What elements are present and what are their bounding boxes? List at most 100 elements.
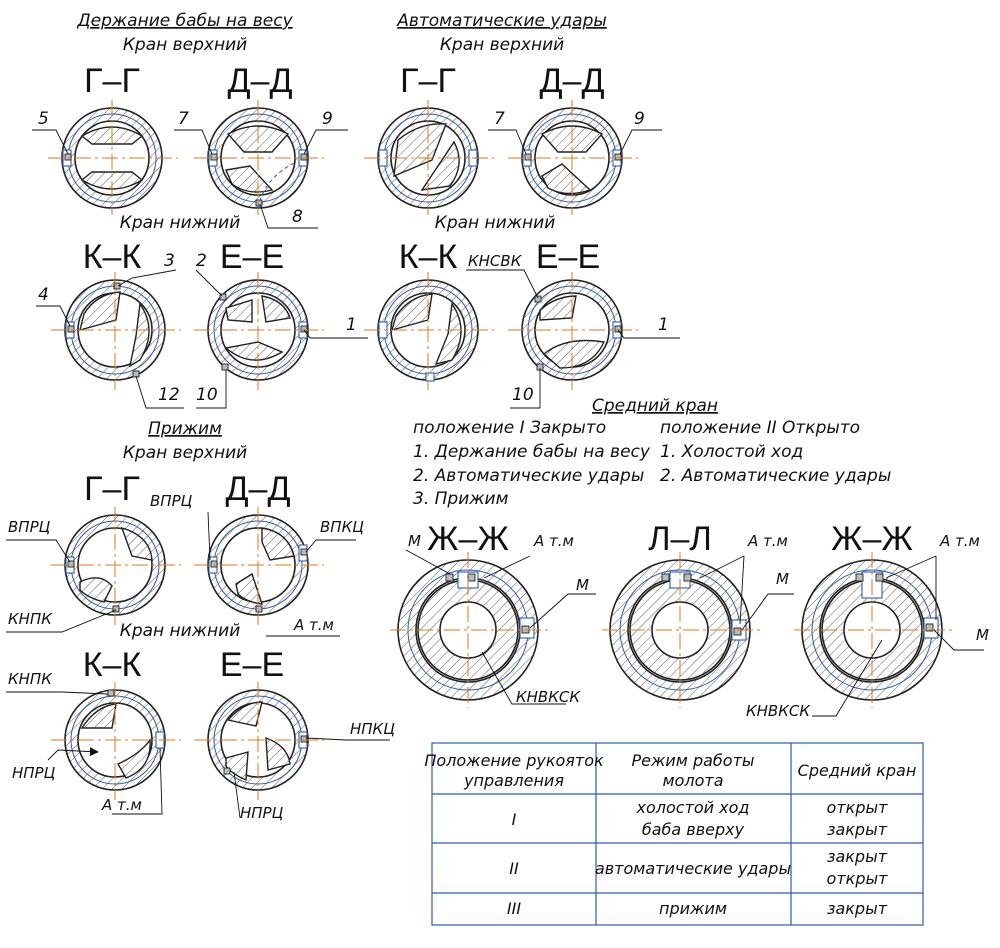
section-e-hold: Е–Е (220, 238, 284, 276)
section-zh-1: Ж–Ж (427, 520, 509, 558)
label-9-hold: 9 (322, 109, 333, 129)
valve-press-k (51, 682, 181, 800)
label-knvksk-1: КНВКСК (516, 688, 581, 706)
table-row3-valve-1: закрыт (827, 899, 888, 918)
label-vpkts: ВПКЦ (320, 518, 364, 536)
table-row1-valve-1: открыт (827, 798, 889, 817)
table-row2-valve-1: закрыт (827, 847, 888, 866)
position2-title: положение II Открыто (660, 418, 860, 438)
middle-valve-positions: положение I Закрыто 1. Держание бабы на … (413, 418, 891, 509)
table-header-position-1: Положение рукояток (424, 751, 604, 770)
title-hold-upper: Кран верхний (123, 35, 247, 55)
valve-press-e (194, 682, 324, 800)
valve-press-g (51, 507, 181, 625)
valve-hold-k (51, 272, 181, 390)
valve-auto-k (364, 272, 494, 390)
label-7-hold: 7 (178, 109, 189, 129)
label-3: 3 (164, 251, 175, 271)
label-m-3: М (776, 570, 789, 588)
label-8: 8 (292, 207, 303, 227)
section-l: Л–Л (648, 520, 712, 558)
table-row2-valve-2: открыт (827, 869, 889, 888)
label-atm-zh-2: А т.м (939, 532, 980, 550)
label-10-hold: 10 (196, 385, 218, 405)
table-row2-pos: II (509, 859, 519, 878)
valve-auto-d (508, 100, 638, 215)
valve-auto-e (508, 272, 638, 390)
valve-hold-e (194, 272, 324, 390)
table-row1-pos: I (512, 810, 517, 829)
table-row1-mode-1: холостой ход (636, 798, 750, 817)
section-g-auto: Г–Г (400, 62, 456, 100)
table-header-valve: Средний кран (798, 761, 917, 780)
label-vprts-2: ВПРЦ (150, 492, 193, 510)
section-d-auto: Д–Д (540, 62, 605, 100)
table-header-mode-1: Режим работы (631, 751, 754, 770)
section-e-auto: Е–Е (536, 238, 600, 276)
label-vprts-1: ВПРЦ (8, 518, 51, 536)
middle-valve-zh-1 (390, 552, 550, 708)
label-m-4: М (976, 626, 989, 644)
table-header-mode-2: молота (663, 771, 724, 790)
valve-press-d (194, 507, 324, 625)
title-press-lower: Кран нижний (120, 621, 241, 641)
label-2: 2 (196, 251, 207, 271)
middle-valve-l (602, 552, 762, 708)
label-5: 5 (38, 109, 49, 129)
leader-lines (6, 129, 984, 819)
section-g-hold: Г–Г (84, 62, 140, 100)
position1-item-3: 3. Прижим (413, 489, 509, 509)
label-4: 4 (38, 285, 49, 305)
modes-table: Положение рукояток управления Режим рабо… (424, 742, 924, 926)
label-m-1: М (408, 532, 421, 550)
label-7-auto: 7 (494, 109, 505, 129)
section-k-auto: К–К (399, 238, 458, 276)
section-e-press: Е–Е (220, 646, 284, 684)
label-nprts-2: НПРЦ (240, 804, 284, 822)
label-nprts-1: НПРЦ (12, 764, 56, 782)
label-npkts: НПКЦ (350, 720, 395, 738)
title-hold: Держание бабы на весу (76, 11, 293, 31)
title-auto-lower: Кран нижний (435, 213, 556, 233)
title-auto: Автоматические удары (396, 11, 607, 31)
title-press: Прижим (148, 419, 222, 439)
label-atm-zh-1: А т.м (533, 532, 574, 550)
valve-auto-g (364, 100, 494, 215)
label-atm-press-d: А т.м (293, 616, 334, 634)
table-header-position-2: управления (463, 771, 564, 790)
section-k-hold: К–К (83, 238, 142, 276)
table-row1-valve-2: закрыт (827, 820, 888, 839)
valve-hold-g (48, 100, 178, 215)
position1-item-1: 1. Держание бабы на весу (413, 442, 651, 462)
label-9-auto: 9 (634, 109, 645, 129)
title-auto-upper: Кран верхний (440, 35, 564, 55)
table-row3-mode-1: прижим (659, 899, 727, 918)
label-knpk-2: КНПК (8, 670, 53, 688)
section-d-hold: Д–Д (228, 62, 293, 100)
section-g-press: Г–Г (84, 470, 140, 508)
position1-item-2: 2. Автоматические удары (413, 466, 644, 486)
label-10-auto: 10 (512, 385, 534, 405)
section-zh-2: Ж–Ж (831, 520, 913, 558)
label-knsvk: КНСВК (468, 252, 523, 270)
label-knvksk-2: КНВКСК (746, 702, 811, 720)
label-knpk-1: КНПК (8, 610, 53, 628)
label-atm-press-k: А т.м (101, 796, 142, 814)
title-hold-lower: Кран нижний (120, 213, 241, 233)
label-m-2: М (576, 576, 589, 594)
section-d-press: Д–Д (226, 470, 291, 508)
table-row1-mode-2: баба вверху (642, 820, 745, 839)
label-atm-l: А т.м (747, 532, 788, 550)
label-1-auto: 1 (658, 315, 669, 335)
section-k-press: К–К (83, 646, 142, 684)
title-press-upper: Кран верхний (123, 443, 247, 463)
valve-hold-d (194, 100, 324, 215)
label-12: 12 (158, 385, 180, 405)
table-row2-mode-1: автоматические удары (595, 859, 791, 878)
label-1-hold: 1 (346, 315, 357, 335)
title-middle: Средний кран (592, 396, 718, 416)
position2-item-1: 1. Холостой ход (660, 442, 803, 462)
position2-item-2: 2. Автоматические удары (660, 466, 891, 486)
table-row3-pos: III (507, 899, 521, 918)
